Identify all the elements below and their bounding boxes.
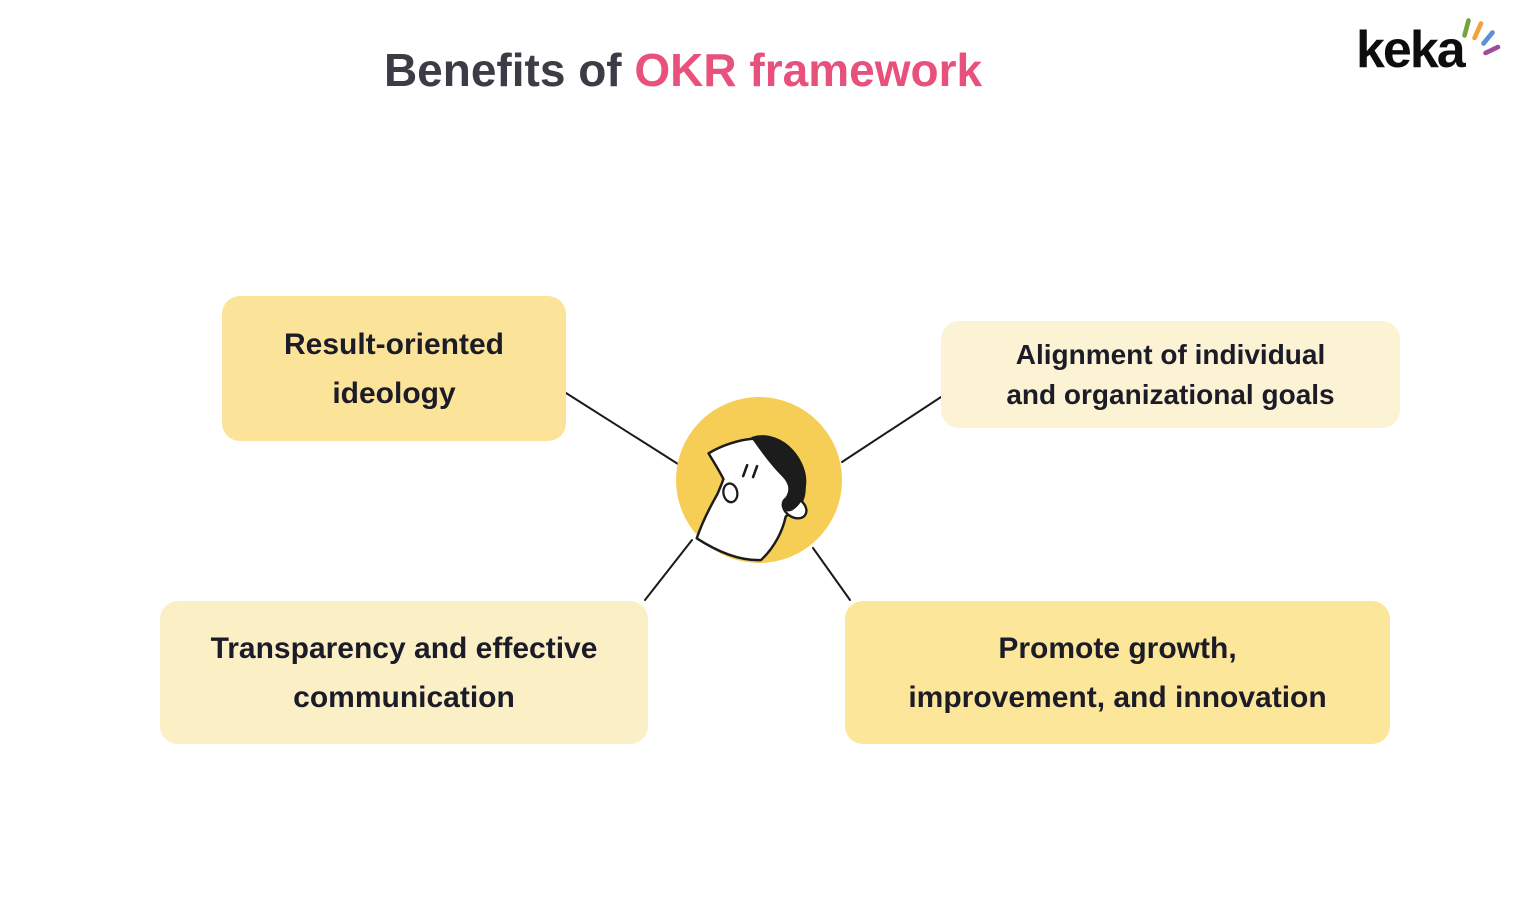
hair-shape [751, 435, 807, 512]
connector-line-top-right [841, 396, 942, 463]
spark-purple [1483, 44, 1501, 56]
keka-wordmark: keka [1356, 21, 1466, 79]
right-eye-tick [751, 464, 759, 479]
mouth-shape [722, 482, 739, 504]
benefit-card-line: Alignment of individual [1015, 338, 1326, 370]
left-eye-tick [741, 463, 749, 478]
page-title-prefix: Benefits of [383, 44, 635, 96]
keka-logo: keka [1352, 18, 1502, 92]
benefit-card-line: Result-oriented [283, 327, 505, 361]
logo-sparks-icon [1462, 18, 1501, 56]
benefit-card-line: ideology [332, 376, 456, 410]
connector-line-top-left [565, 392, 679, 465]
benefit-card-growth-innovation: Promote growth, improvement, and innovat… [845, 601, 1390, 744]
person-illustration [676, 397, 843, 564]
benefit-card-line: Transparency and effective [210, 631, 598, 665]
benefit-card-line: Promote growth, [998, 631, 1237, 665]
benefit-card-line: and organizational goals [1006, 378, 1335, 410]
benefit-card-line: communication [293, 680, 515, 714]
page-title-highlight: OKR framework [634, 44, 983, 96]
benefit-card-alignment-goals: Alignment of individual and organization… [941, 321, 1400, 428]
page-title: Benefits of OKR framework [0, 44, 1366, 96]
benefit-card-transparency-communication: Transparency and effective communication [160, 601, 648, 744]
spark-blue [1481, 30, 1495, 46]
benefit-card-line: improvement, and innovation [908, 680, 1327, 714]
benefit-card-result-oriented: Result-oriented ideology [222, 296, 566, 441]
spark-orange [1472, 21, 1484, 41]
spark-green [1462, 18, 1471, 38]
